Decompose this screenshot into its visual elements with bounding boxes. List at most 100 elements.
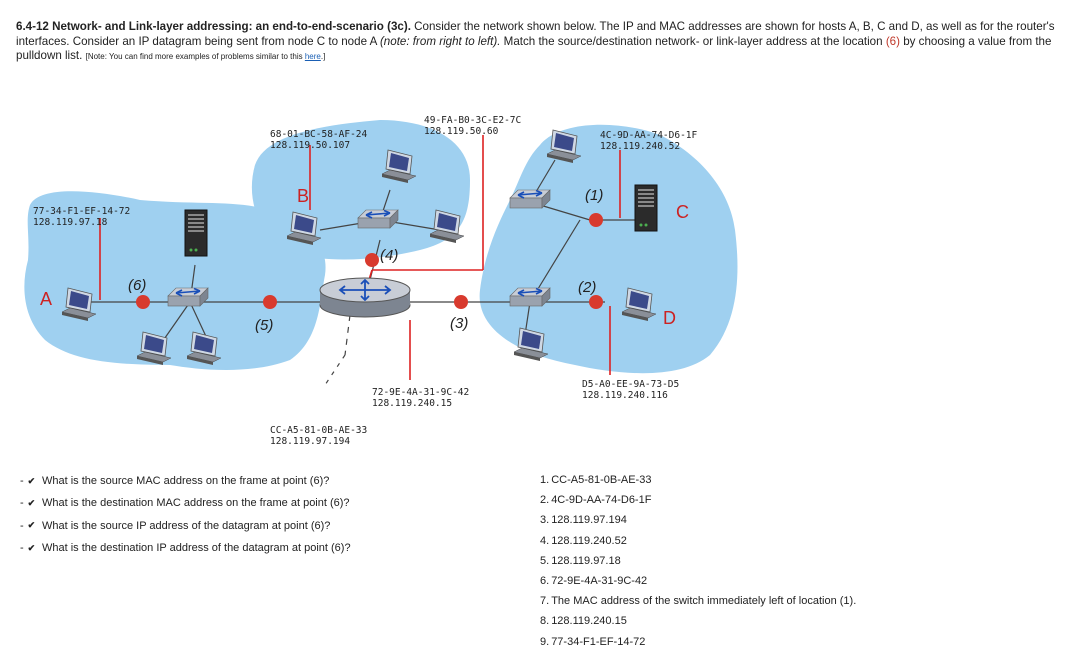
answer-dropdown-3[interactable]: -✔ [20,520,42,532]
problem-note: [Note: You can find more examples of pro… [86,52,326,61]
switch-top [357,209,399,229]
location-1-label: (1) [585,187,603,204]
answer-option: 2.4C-9D-AA-74-D6-1F [540,490,856,510]
answer-number: 1. [540,474,550,487]
interface-dot-2 [589,295,603,309]
router [319,277,411,318]
subnet-right-blob [479,124,738,374]
host-b-ip: 128.119.50.107 [270,140,350,151]
answer-text: CC-A5-81-0B-AE-33 [551,474,652,487]
host-a-label: A [40,289,52,309]
host-a-mac: 77-34-F1-EF-14-72 [33,206,130,217]
answer-number: 6. [540,575,550,588]
answer-text: 128.119.97.194 [551,514,627,527]
address-callout-lines [99,135,621,380]
network-diagram: 77-34-F1-EF-14-72 128.119.97.18 68-01-BC… [24,115,738,447]
host-c-label: C [676,202,689,222]
lan-left-server [184,209,208,257]
interface-dot-3 [454,295,468,309]
location-5-label: (5) [255,317,273,334]
answer-option: 7.The MAC address of the switch immediat… [540,591,856,611]
answer-number: 4. [540,534,550,547]
host-c-ip: 128.119.240.52 [600,141,680,152]
host-d-label: D [663,308,676,328]
question-list: -✔ What is the source MAC address on the… [20,470,351,559]
interface-dot-4 [365,253,379,267]
answer-option: 6.72-9E-4A-31-9C-42 [540,571,856,591]
host-b-label: B [297,186,309,206]
switch-left [167,287,209,307]
router-if3-mac: 72-9E-4A-31-9C-42 [372,387,469,398]
answer-text: 72-9E-4A-31-9C-42 [551,575,648,588]
question-text: What is the destination IP address of th… [42,542,351,555]
dropdown-value: - [20,497,24,510]
host-a-ip: 128.119.97.18 [33,217,108,228]
answer-text: 77-34-F1-EF-14-72 [551,635,646,648]
dropdown-value: - [20,542,24,555]
question-text: What is the source MAC address on the fr… [42,475,330,488]
question-row: -✔ What is the destination IP address of… [20,537,351,559]
answer-option: 3.128.119.97.194 [540,510,856,530]
answer-text: 128.119.240.52 [551,534,627,547]
interface-dot-1 [589,213,603,227]
dropdown-value: - [20,475,24,488]
answer-number: 2. [540,494,550,507]
problem-italic-note: (note: from right to left). [379,34,501,48]
answer-number: 3. [540,514,550,527]
router-if4-ip: 128.119.50.60 [424,126,499,137]
host-b-mac: 68-01-BC-58-AF-24 [270,129,368,140]
router-if5-mac: CC-A5-81-0B-AE-33 [270,425,367,436]
answer-option: 4.128.119.240.52 [540,531,856,551]
interface-dot-6 [136,295,150,309]
switch-right-top [509,189,551,209]
location-3-label: (3) [450,315,468,332]
answer-dropdown-4[interactable]: -✔ [20,542,42,554]
problem-title: 6.4-12 Network- and Link-layer addressin… [16,20,411,33]
host-c-server [634,184,658,232]
note-end: .] [320,52,326,61]
problem-statement: 6.4-12 Network- and Link-layer addressin… [16,20,1061,65]
question-text: What is the source IP address of the dat… [42,519,331,532]
interface-dot-5 [263,295,277,309]
answer-text: The MAC address of the switch immediatel… [551,595,857,608]
host-c-mac: 4C-9D-AA-74-D6-1F [600,130,698,141]
answer-option: 5.128.119.97.18 [540,551,856,571]
answer-number: 9. [540,635,550,648]
chevron-down-icon: ✔ [27,520,36,531]
problem-text-2: Match the source/destination network- or… [500,34,886,48]
interface-dots [136,213,603,309]
answer-number: 7. [540,595,550,608]
host-d-mac: D5-A0-EE-9A-73-D5 [582,379,679,390]
host-d-ip: 128.119.240.116 [582,390,668,401]
answer-text: 128.119.240.15 [551,615,627,628]
dropdown-value: - [20,519,24,532]
answer-number: 8. [540,615,550,628]
answer-text: 128.119.97.18 [551,554,621,567]
problem-text-1: Consider the network shown below. The IP… [16,20,1055,48]
note-link[interactable]: here [304,52,321,61]
location-4-label: (4) [380,247,398,264]
answer-dropdown-2[interactable]: -✔ [20,497,42,509]
note-text: [Note: You can find more examples of pro… [85,52,305,61]
answer-option: 9.77-34-F1-EF-14-72 [540,632,856,652]
answer-option: 8.128.119.240.15 [540,611,856,631]
router-if4-mac: 49-FA-B0-3C-E2-7C [424,115,521,126]
location-6-label: (6) [128,277,146,294]
answer-number: 5. [540,554,550,567]
location-2-label: (2) [578,279,596,296]
chevron-down-icon: ✔ [27,497,36,508]
router-if5-ip: 128.119.97.194 [270,436,350,447]
links [90,159,640,386]
question-row: -✔ What is the destination MAC address o… [20,492,351,514]
problem-location: (6) [885,34,900,48]
answer-options-list: 1.CC-A5-81-0B-AE-33 2.4C-9D-AA-74-D6-1F … [540,470,856,652]
answer-text: 4C-9D-AA-74-D6-1F [551,494,652,507]
question-row: -✔ What is the source MAC address on the… [20,470,351,492]
chevron-down-icon: ✔ [27,542,36,553]
question-text: What is the destination MAC address on t… [42,497,350,510]
answer-option: 1.CC-A5-81-0B-AE-33 [540,470,856,490]
answer-dropdown-1[interactable]: -✔ [20,475,42,487]
switch-right-bottom [509,287,551,307]
chevron-down-icon: ✔ [27,475,36,486]
router-if3-ip: 128.119.240.15 [372,398,452,409]
